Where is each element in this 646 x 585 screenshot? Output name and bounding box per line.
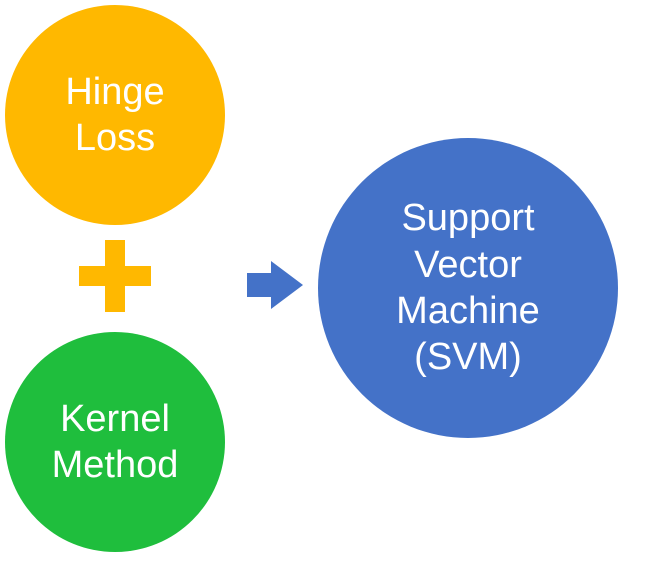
plus-icon-horizontal-bar <box>79 266 151 286</box>
hinge-loss-label-line-2: Loss <box>74 117 156 159</box>
svm-label-line-3: Machine <box>396 290 540 332</box>
svm-label-line-1: Support <box>401 197 535 240</box>
svm-label-line-2: Vector <box>414 243 522 286</box>
arrow-right-icon-shape <box>247 261 303 309</box>
kernel-method-node: Kernel Method <box>5 332 225 552</box>
hinge-loss-node: Hinge Loss <box>5 5 225 225</box>
svm-node: Support Vector Machine (SVM) <box>318 138 618 438</box>
kernel-method-label-line-2: Method <box>51 444 179 486</box>
plus-icon <box>79 240 151 312</box>
hinge-loss-label-line-1: Hinge <box>65 70 165 113</box>
svm-label-line-4: (SVM) <box>414 336 522 379</box>
arrow-right-icon <box>247 261 303 309</box>
kernel-method-label-line-1: Kernel <box>60 397 170 440</box>
